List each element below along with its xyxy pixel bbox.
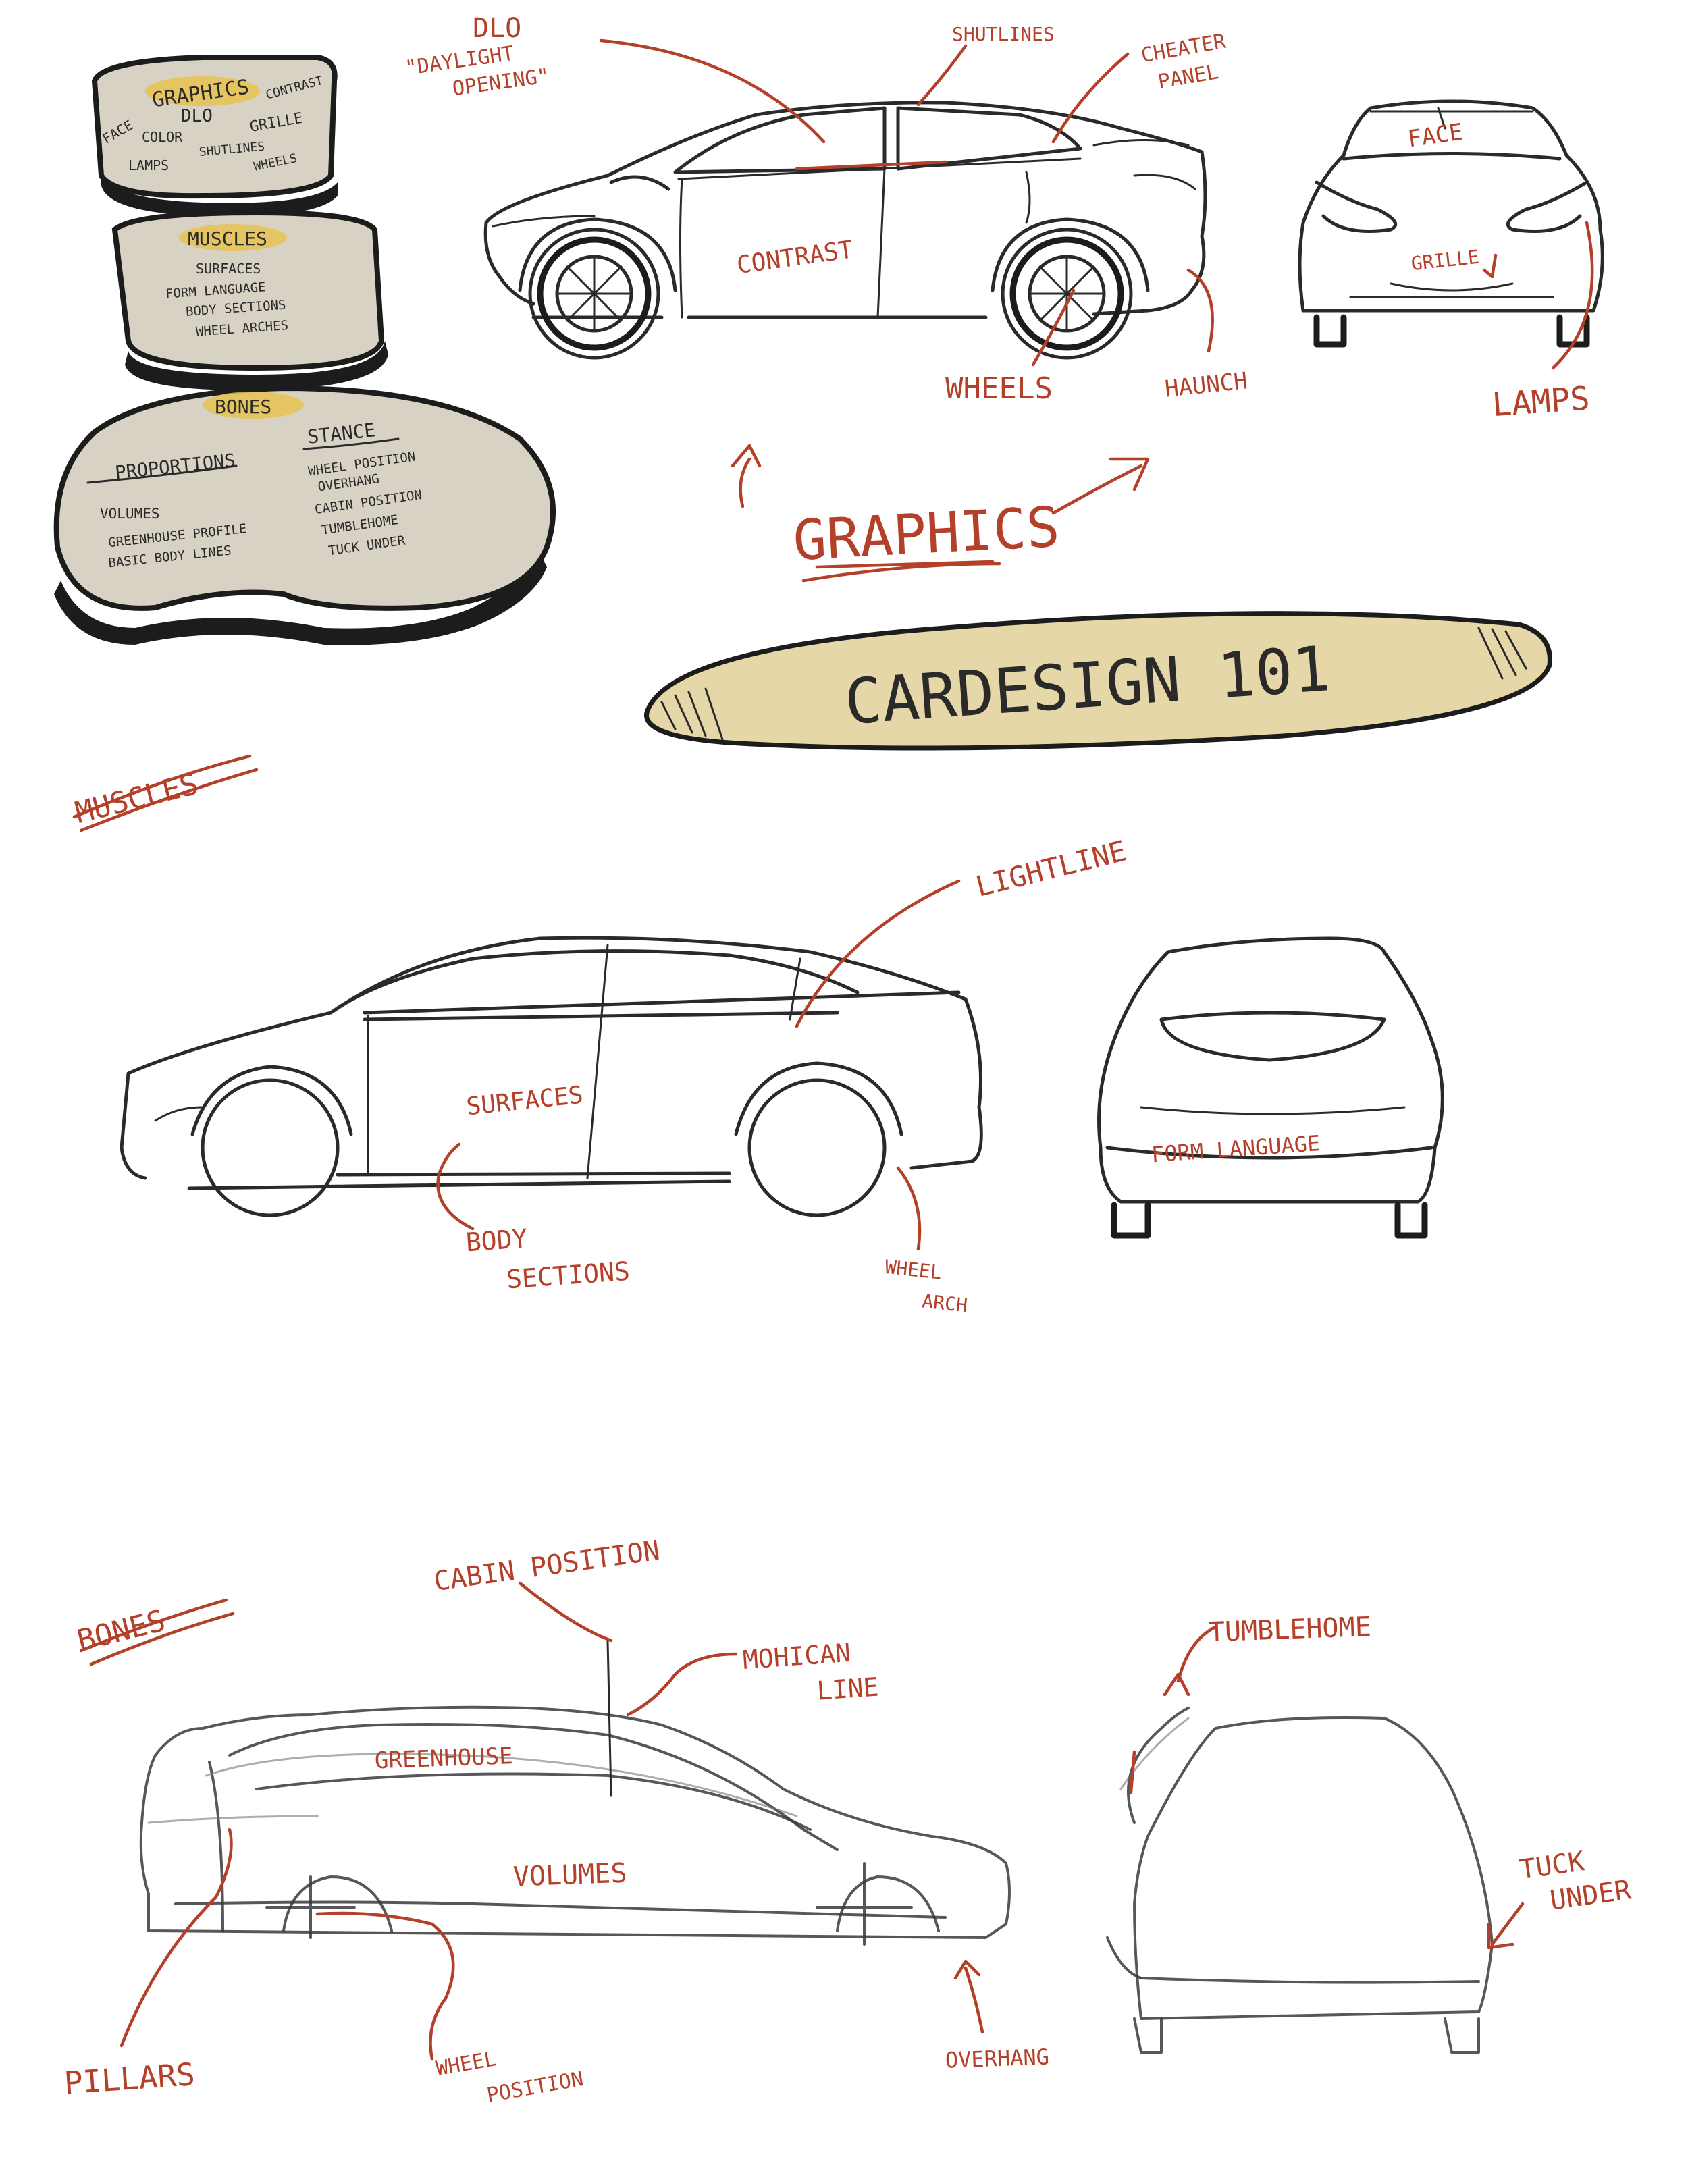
muscles-stone: MUSCLES SURFACES FORM LANGUAGE BODY SECT… [111, 209, 388, 391]
annot-face: FACE [1406, 118, 1465, 153]
bones-side-car [139, 1639, 1011, 1946]
annot-pillars: PILLARS [63, 2056, 196, 2101]
annot-volumes: VOLUMES [512, 1858, 627, 1893]
design-pyramid: GRAPHICS FACE DLO CONTRAST COLOR GRILLE … [53, 55, 556, 645]
muscles-item-surfaces: SURFACES [196, 261, 261, 277]
annot-tuck2: UNDER [1548, 1874, 1634, 1916]
title-banner: CARDESIGN 101 [644, 611, 1552, 751]
annot-dlo: DLO [473, 13, 521, 44]
muscles-side-annotations: LIGHTLINE SURFACES BODY SECTIONS WHEEL A… [436, 834, 1130, 1316]
annot-contrast: CONTRAST [735, 236, 855, 279]
annot-form-language: FORM LANGUAGE [1151, 1130, 1321, 1167]
annot-cheater2: PANEL [1156, 60, 1220, 94]
graphics-side-car [483, 101, 1207, 360]
graphics-annotations: DLO "DAYLIGHT OPENING" SHUTLINES CHEATER… [404, 13, 1249, 406]
muscles-heading: MUSCLES [72, 754, 259, 832]
bones-col1-item-volumes: VOLUMES [100, 506, 160, 522]
graphics-front-car [1298, 99, 1604, 348]
bones-rear-car [1106, 1707, 1494, 2054]
muscles-rear-car [1097, 936, 1444, 1239]
annot-overhang: OVERHANG [945, 2044, 1049, 2073]
annot-surfaces: SURFACES [465, 1081, 585, 1121]
bones-rear-annotations: TUMBLEHOME TUCK UNDER [1129, 1612, 1634, 1950]
annot-wheel-arch1: WHEEL [884, 1256, 943, 1284]
annot-tuck1: TUCK [1518, 1846, 1587, 1886]
annot-body2: SECTIONS [506, 1256, 631, 1295]
muscles-rear-annotations: FORM LANGUAGE [1151, 1130, 1321, 1167]
annot-greenhouse: GREENHOUSE [374, 1742, 513, 1774]
muscles-side-car [120, 936, 983, 1217]
annot-haunch: HAUNCH [1163, 367, 1248, 403]
graphics-heading: GRAPHICS [731, 444, 1150, 583]
annot-shutlines: SHUTLINES [952, 23, 1055, 45]
annot-mohican1: MOHICAN [741, 1638, 851, 1675]
bones-stone: BONES PROPORTIONS VOLUMES GREENHOUSE PRO… [53, 385, 556, 645]
graphics-label: GRAPHICS [791, 496, 1061, 574]
graphics-stone: GRAPHICS FACE DLO CONTRAST COLOR GRILLE … [91, 55, 338, 217]
annot-lightline: LIGHTLINE [972, 834, 1130, 903]
annot-body1: BODY [465, 1223, 528, 1257]
front-car-annotations: FACE GRILLE LAMPS [1406, 118, 1594, 424]
annot-wheels: WHEELS [945, 371, 1053, 406]
annot-cabin-position: CABIN POSITION [432, 1535, 662, 1597]
bones-title: BONES [215, 396, 271, 418]
annot-grille: GRILLE [1410, 246, 1480, 275]
graphics-item-color: COLOR [142, 129, 183, 145]
annot-wheel-position1: WHEEL [434, 2047, 498, 2081]
annot-lamps: LAMPS [1491, 379, 1591, 424]
graphics-item-lamps: LAMPS [128, 157, 169, 174]
graphics-item-dlo: DLO [181, 106, 213, 126]
annot-tumblehome: TUMBLEHOME [1208, 1612, 1371, 1648]
annot-mohican2: LINE [816, 1672, 879, 1705]
annot-wheel-arch2: ARCH [921, 1289, 969, 1316]
annot-wheel-position2: POSITION [485, 2067, 585, 2108]
muscles-title: MUSCLES [188, 228, 267, 250]
bones-heading: BONES [74, 1598, 235, 1666]
